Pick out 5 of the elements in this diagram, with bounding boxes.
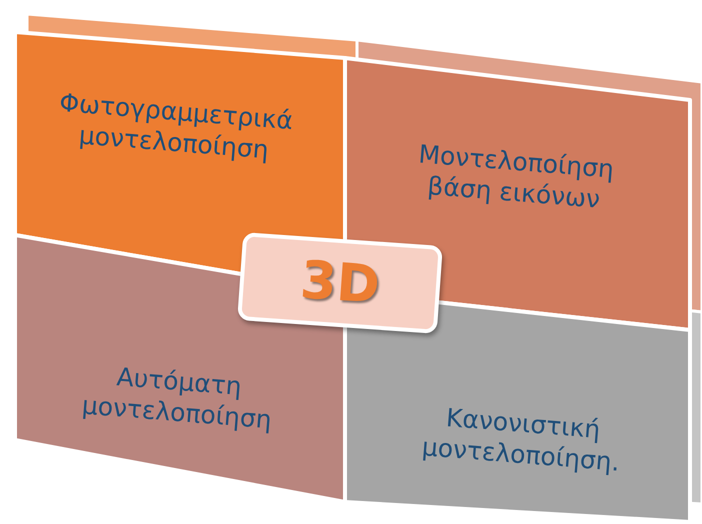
panel-text: Φωτογραμμετρικά μοντελοποίηση	[57, 86, 296, 167]
center-label: 3D	[298, 250, 382, 316]
panel-text: Κανονιστική μοντελοποίηση.	[420, 402, 622, 479]
panel-text: Αυτόματη μοντελοποίηση	[80, 361, 274, 437]
panel-text: Μοντελοποίηση βάση εικόνων	[416, 138, 616, 216]
